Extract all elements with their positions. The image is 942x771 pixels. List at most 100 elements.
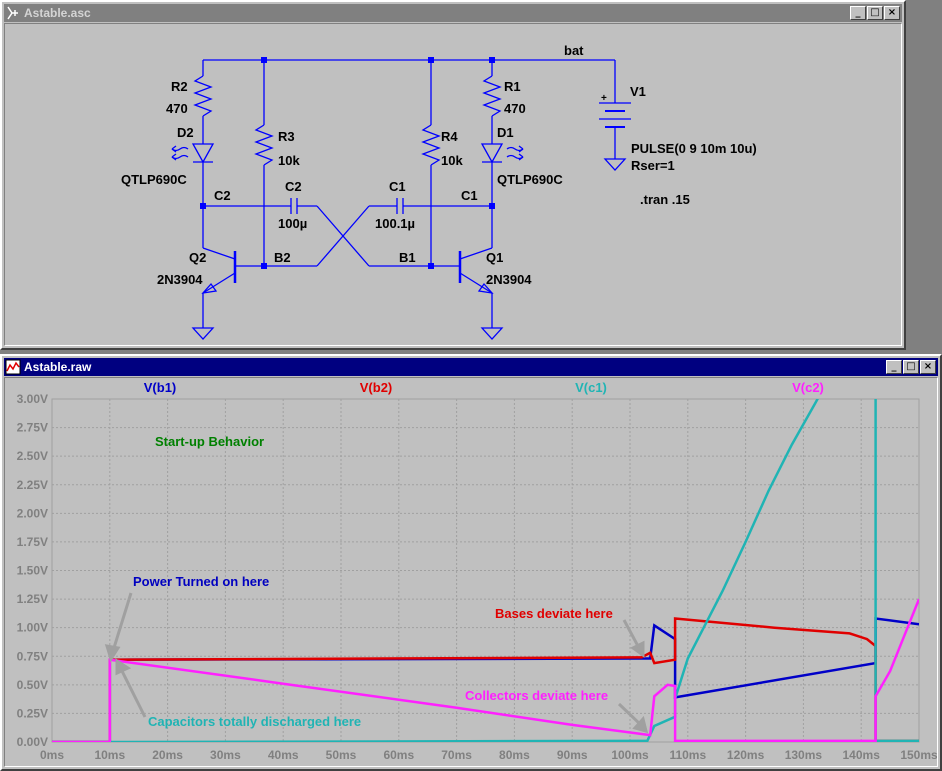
label-v1-rser: Rser=1 xyxy=(631,158,675,173)
legend-item-vc1[interactable]: V(c1) xyxy=(575,380,607,395)
y-tick-label: 1.00V xyxy=(17,621,48,635)
y-tick-label: 1.25V xyxy=(17,592,48,606)
maximize-button[interactable]: □ xyxy=(903,360,919,374)
label-v1-plus: + xyxy=(601,93,607,104)
label-v1: V1 xyxy=(630,84,646,99)
label-d1-model: QTLP690C xyxy=(497,172,563,187)
label-q1: Q1 xyxy=(486,250,503,265)
minimize-button[interactable]: _ xyxy=(886,360,902,374)
x-tick-label: 110ms xyxy=(669,748,706,762)
waveform-title: Astable.raw xyxy=(24,360,92,374)
x-tick-label: 70ms xyxy=(441,748,472,762)
label-r3: R3 xyxy=(278,129,295,144)
y-tick-label: 2.00V xyxy=(17,506,48,520)
waveform-icon xyxy=(5,359,21,375)
label-r1-value: 470 xyxy=(504,101,526,116)
x-tick-label: 80ms xyxy=(499,748,530,762)
x-tick-label: 10ms xyxy=(94,748,125,762)
x-tick-label: 100ms xyxy=(611,748,649,762)
label-bat: bat xyxy=(564,43,584,58)
legend[interactable]: V(b1) V(b2) V(c1) V(c2) xyxy=(144,380,824,395)
label-b1: B1 xyxy=(399,250,416,265)
schematic-titlebar[interactable]: Astable.asc _ □ × xyxy=(4,4,902,22)
label-r4-value: 10k xyxy=(441,153,463,168)
annotation-arrows xyxy=(104,592,649,734)
x-tick-label: 20ms xyxy=(152,748,183,762)
minimize-button[interactable]: _ xyxy=(850,6,866,20)
y-tick-label: 2.75V xyxy=(17,421,48,435)
y-tick-label: 0.75V xyxy=(17,649,48,663)
label-q2-model: 2N3904 xyxy=(157,272,203,287)
schematic-title: Astable.asc xyxy=(24,6,91,20)
schematic-icon xyxy=(7,6,18,20)
waveform-titlebar[interactable]: Astable.raw _ □ × xyxy=(4,358,938,376)
arrow-collectors-head xyxy=(632,715,649,734)
y-tick-label: 0.25V xyxy=(17,706,48,720)
legend-item-vb2[interactable]: V(b2) xyxy=(360,380,393,395)
label-r3-value: 10k xyxy=(278,153,300,168)
x-tick-label: 50ms xyxy=(326,748,357,762)
legend-item-vb1[interactable]: V(b1) xyxy=(144,380,177,395)
annotation-power: Power Turned on here xyxy=(133,574,269,589)
x-tick-label: 150ms xyxy=(900,748,937,762)
annotation-collectors: Collectors deviate here xyxy=(465,688,608,703)
schematic-drawing: bat R2 470 D2 QTLP690C R3 10k R4 10k R1 … xyxy=(121,43,757,340)
y-tick-label: 1.75V xyxy=(17,535,48,549)
y-tick-label: 1.50V xyxy=(17,564,48,578)
label-q2: Q2 xyxy=(189,250,206,265)
chart-title: Start-up Behavior xyxy=(155,434,264,449)
label-r2-value: 470 xyxy=(166,101,188,116)
arrow-bases xyxy=(622,619,641,649)
arrow-power-head xyxy=(104,644,121,663)
traces xyxy=(52,399,919,743)
label-d2: D2 xyxy=(177,125,194,140)
wires xyxy=(171,59,631,340)
x-tick-label: 0ms xyxy=(40,748,64,762)
label-c1: C1 xyxy=(389,179,406,194)
schematic-window[interactable]: Astable.asc _ □ × xyxy=(0,0,906,350)
y-tick-label: 2.50V xyxy=(17,449,48,463)
label-q1-model: 2N3904 xyxy=(486,272,532,287)
y-axis-ticks: 0.00V0.25V0.50V0.75V1.00V1.25V1.50V1.75V… xyxy=(17,392,48,749)
label-c2: C2 xyxy=(285,179,302,194)
close-button[interactable]: × xyxy=(920,360,936,374)
annotation-caps: Capacitors totally discharged here xyxy=(148,714,361,729)
x-tick-label: 90ms xyxy=(557,748,588,762)
annotations: Start-up Behavior Power Turned on here C… xyxy=(104,434,649,734)
schematic-canvas[interactable]: bat R2 470 D2 QTLP690C R3 10k R4 10k R1 … xyxy=(4,23,902,346)
x-tick-label: 120ms xyxy=(727,748,765,762)
close-button[interactable]: × xyxy=(884,6,900,20)
y-tick-label: 2.25V xyxy=(17,478,48,492)
label-r4: R4 xyxy=(441,129,458,144)
y-tick-label: 0.50V xyxy=(17,678,48,692)
label-v1-value: PULSE(0 9 10m 10u) xyxy=(631,141,757,156)
legend-item-vc2[interactable]: V(c2) xyxy=(792,380,824,395)
x-tick-label: 30ms xyxy=(210,748,241,762)
x-tick-label: 130ms xyxy=(785,748,823,762)
label-c1-node: C1 xyxy=(461,188,478,203)
label-tran: .tran .15 xyxy=(640,192,690,207)
x-tick-label: 140ms xyxy=(843,748,881,762)
arrow-collectors xyxy=(617,702,643,727)
label-c1-value: 100.1µ xyxy=(375,216,415,231)
junction-dots xyxy=(200,57,495,269)
trace-vb2[interactable] xyxy=(52,617,919,743)
arrow-bases-head xyxy=(630,640,645,658)
label-d1: D1 xyxy=(497,125,514,140)
grid xyxy=(51,398,920,743)
x-tick-label: 40ms xyxy=(268,748,299,762)
label-r1: R1 xyxy=(504,79,521,94)
maximize-button[interactable]: □ xyxy=(867,6,883,20)
label-b2: B2 xyxy=(274,250,291,265)
annotation-bases: Bases deviate here xyxy=(495,606,613,621)
label-c2-value: 100µ xyxy=(278,216,307,231)
waveform-window[interactable]: Astable.raw _ □ × 0ms 10ms 20ms 30ms 40ms 50m… xyxy=(0,354,942,771)
label-d2-model: QTLP690C xyxy=(121,172,187,187)
label-r2: R2 xyxy=(171,79,188,94)
arrow-power xyxy=(111,592,133,652)
label-c2-node: C2 xyxy=(214,188,231,203)
trace-vc2[interactable] xyxy=(52,598,919,742)
